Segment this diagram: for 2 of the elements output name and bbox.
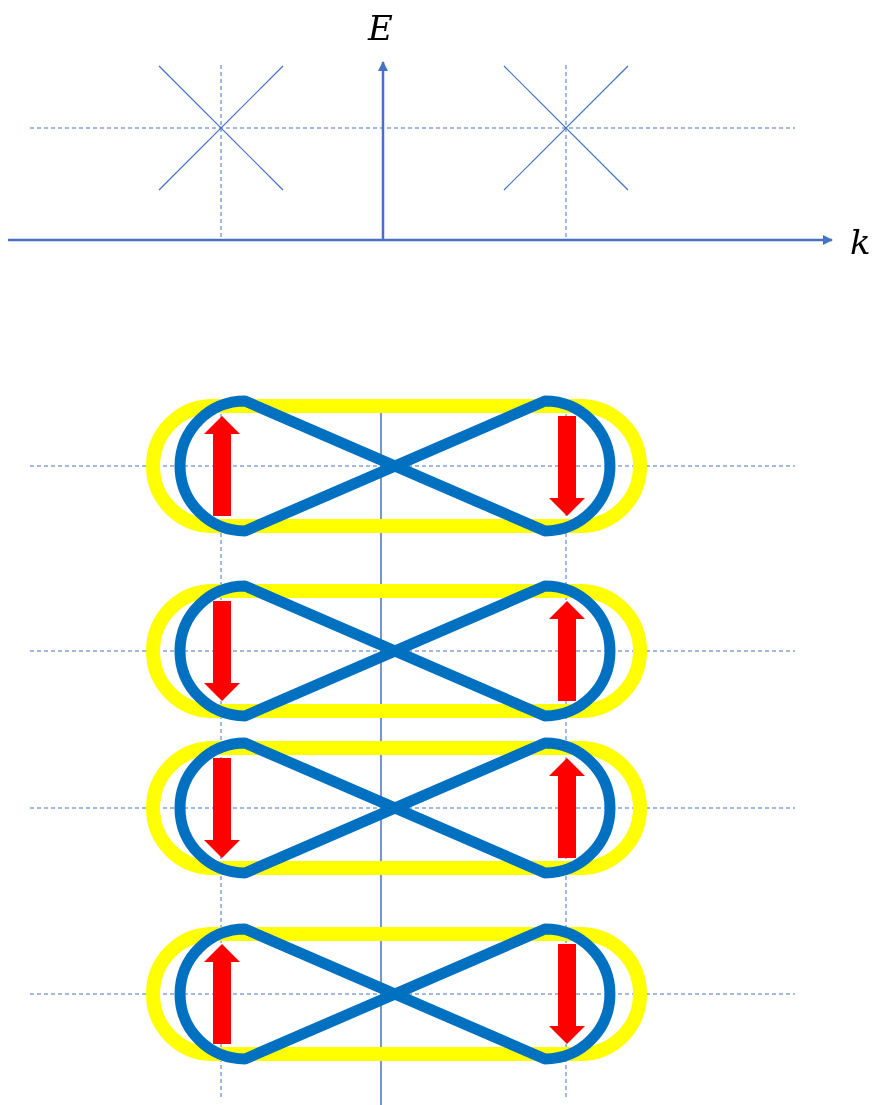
axis-label: E [368,10,393,46]
axis-label: k [850,224,871,260]
